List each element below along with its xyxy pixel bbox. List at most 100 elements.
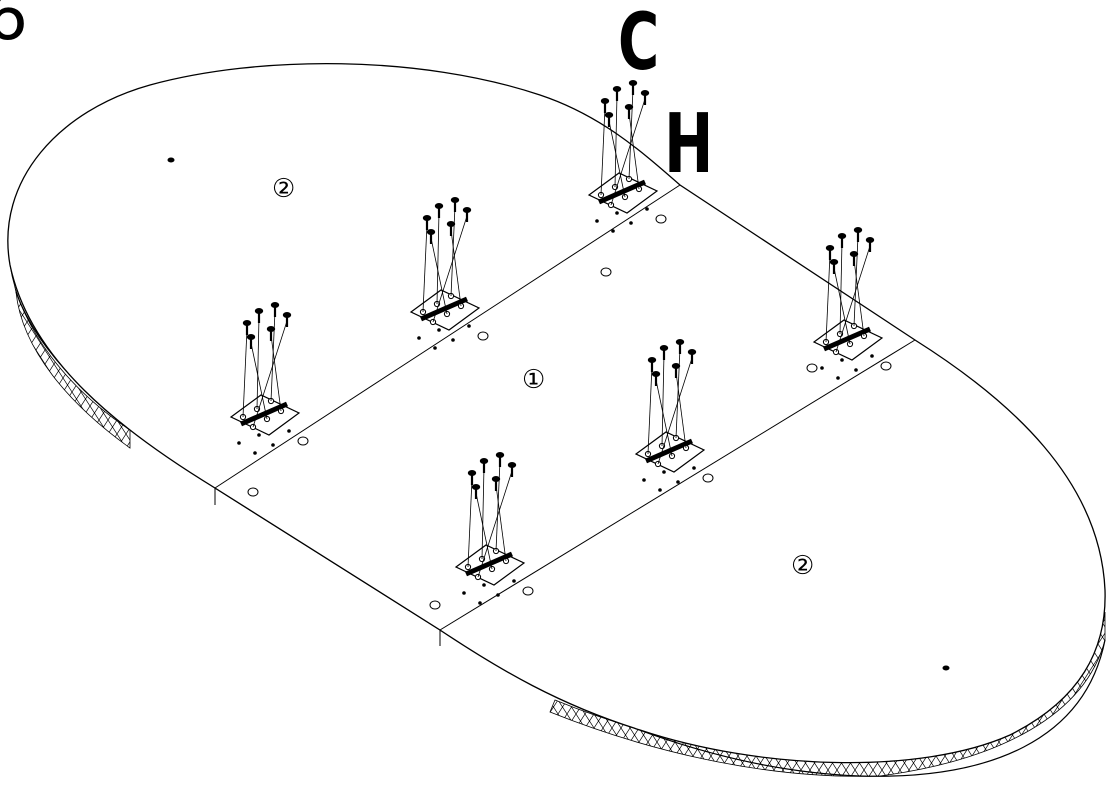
dowel-hole xyxy=(600,267,612,277)
screw-guide-line xyxy=(250,342,268,420)
screw-guide-line xyxy=(256,316,260,410)
step-number: 6 xyxy=(0,0,28,55)
screw-guide-line xyxy=(481,466,485,560)
screw-head xyxy=(266,326,276,332)
screw-guide-line xyxy=(477,470,513,578)
pilot-hole xyxy=(433,346,437,350)
screw-callout-label: C xyxy=(618,0,660,88)
screw-guide-line xyxy=(657,357,693,465)
dowel-hole xyxy=(806,363,818,373)
hinge-assembly xyxy=(454,452,534,605)
pilot-hole xyxy=(271,443,275,447)
hinge-knuckle xyxy=(823,326,871,352)
pilot-hole xyxy=(692,466,696,470)
screw-head xyxy=(825,245,835,251)
screw-guide-line xyxy=(825,253,831,343)
screw-guide-line xyxy=(835,245,871,353)
pilot-hole xyxy=(417,336,421,340)
pilot-hole xyxy=(512,579,516,583)
hinge-knuckle xyxy=(645,438,693,464)
screw-head xyxy=(604,112,614,118)
edge-hatch-left xyxy=(9,264,131,449)
screw-head xyxy=(640,90,650,96)
pilot-hole xyxy=(870,354,874,358)
screw-guide-line xyxy=(608,120,626,198)
pilot-hole xyxy=(287,429,291,433)
dowel-hole xyxy=(297,436,309,446)
pilot-hole xyxy=(642,478,646,482)
screw-guide-line xyxy=(600,106,606,196)
screw-guide-line xyxy=(610,98,646,206)
dowel-hole xyxy=(247,487,259,497)
screw-head xyxy=(600,98,610,104)
pilot-hole xyxy=(496,593,500,597)
screw-head xyxy=(242,320,252,326)
screw-head xyxy=(612,86,622,92)
screw-head xyxy=(628,80,638,86)
screw-head xyxy=(446,221,456,227)
screw-guide-line xyxy=(839,241,843,335)
screw-head xyxy=(849,251,859,257)
pilot-hole xyxy=(645,207,649,211)
screw-head xyxy=(837,233,847,239)
pilot-hole xyxy=(462,591,466,595)
pilot-hole xyxy=(253,451,257,455)
screw-guide-line xyxy=(853,235,859,327)
hinge-knuckle xyxy=(465,551,513,577)
screw-head xyxy=(651,371,661,377)
screw-head xyxy=(462,207,472,213)
screw-head xyxy=(647,357,657,363)
pilot-hole xyxy=(437,328,441,332)
dowel-hole xyxy=(702,473,714,483)
screw-head xyxy=(422,215,432,221)
screw-guide-line xyxy=(450,205,456,297)
pilot-hole xyxy=(595,219,599,223)
pilot-hole xyxy=(820,366,824,370)
seam-right-lower xyxy=(439,339,916,631)
screw-guide-line xyxy=(450,229,462,307)
screw-guide-line xyxy=(647,365,653,455)
screw-guide-line xyxy=(628,88,634,180)
hinge-knuckle xyxy=(598,179,646,205)
pilot-hole xyxy=(478,601,482,605)
screw-head xyxy=(282,312,292,318)
screw-head xyxy=(687,349,697,355)
panel-label-end-left: ② xyxy=(272,174,296,204)
screw-guide-line xyxy=(252,320,288,428)
screw-guide-line xyxy=(495,460,501,552)
pilot-hole xyxy=(611,229,615,233)
pin-hole xyxy=(167,157,175,163)
table-top-outline xyxy=(7,62,1106,764)
pilot-hole xyxy=(676,480,680,484)
screw-guide-line xyxy=(467,478,473,568)
screw-guide-line xyxy=(270,334,282,412)
hinge-assembly xyxy=(409,197,489,350)
screw-head xyxy=(254,308,264,314)
screw-guide-line xyxy=(661,353,665,447)
pilot-hole xyxy=(467,324,471,328)
hinge-assembly xyxy=(229,302,309,455)
screw-head xyxy=(675,339,685,345)
screw-head xyxy=(450,197,460,203)
screw-guide-line xyxy=(270,310,276,402)
hinge-group xyxy=(229,80,892,610)
screw-head xyxy=(624,104,634,110)
screw-guide-line xyxy=(675,347,681,439)
hinge-assembly xyxy=(812,227,892,380)
dowel-hole xyxy=(655,214,667,224)
pilot-hole xyxy=(836,376,840,380)
dowel-hole xyxy=(880,361,892,371)
dowel-hole xyxy=(477,331,489,341)
screw-guide-line xyxy=(614,94,618,188)
pilot-hole xyxy=(257,433,261,437)
hinge-knuckle xyxy=(420,296,468,322)
screw-guide-line xyxy=(495,484,507,562)
hinge-assembly xyxy=(634,339,714,492)
screw-head xyxy=(246,334,256,340)
dowel-hole xyxy=(522,586,534,596)
screw-guide-line xyxy=(853,259,865,337)
panel-label-center: ① xyxy=(522,365,546,395)
pilot-hole xyxy=(840,358,844,362)
